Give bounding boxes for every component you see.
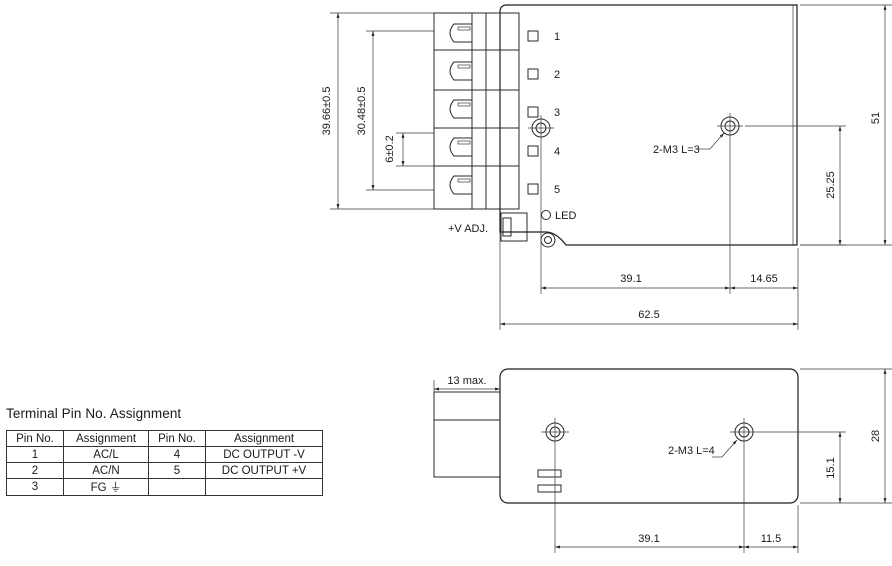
dim-outer-pin-group bbox=[330, 12, 434, 210]
pin-assignment-table: Pin No. Assignment Pin No. Assignment 1 … bbox=[6, 430, 323, 496]
table-cell: FG ⏚ bbox=[63, 478, 149, 496]
pin-label-1: 1 bbox=[554, 31, 560, 43]
table-cell: DC OUTPUT +V bbox=[205, 462, 323, 479]
dim-hole-height-top: 25.25 bbox=[825, 171, 837, 199]
pin-label-5: 5 bbox=[554, 184, 560, 196]
pin-square-2 bbox=[527, 68, 539, 80]
dim-inner-pin-group bbox=[366, 30, 434, 191]
table-cell bbox=[148, 478, 206, 496]
top-view: 1 2 3 4 5 LED +V ADJ. 2 bbox=[321, 4, 892, 330]
column-header: Pin No. bbox=[148, 430, 206, 447]
column-header: Pin No. bbox=[6, 430, 64, 447]
dim-height-side-group bbox=[800, 368, 892, 504]
vent-slot-2 bbox=[537, 484, 562, 493]
vadj-potentiometer bbox=[500, 212, 528, 242]
dim-hole-span-top-group bbox=[540, 139, 799, 330]
mount-hole-left-top bbox=[528, 115, 554, 141]
pin-square-4 bbox=[527, 145, 539, 157]
table-cell: AC/L bbox=[63, 446, 149, 463]
table-cell bbox=[205, 478, 323, 496]
table-cell: 4 bbox=[148, 446, 206, 463]
table-cell: 1 bbox=[6, 446, 64, 463]
table-row: 3 FG ⏚ bbox=[6, 478, 323, 496]
vent-slot-1 bbox=[537, 469, 562, 478]
mount-hole-corner-top bbox=[540, 232, 556, 248]
dim-hole-edge-side: 11.5 bbox=[761, 533, 782, 545]
side-terminal bbox=[433, 391, 500, 478]
dim-height-side: 28 bbox=[870, 430, 882, 442]
table-cell: 2 bbox=[6, 462, 64, 479]
dim-height-top: 51 bbox=[870, 112, 882, 124]
led-indicator bbox=[541, 210, 551, 220]
pin-label-3: 3 bbox=[554, 107, 560, 119]
dim-hole-height-side: 15.1 bbox=[825, 457, 837, 478]
table-row: 2 AC/N 5 DC OUTPUT +V bbox=[6, 462, 323, 479]
led-label: LED bbox=[555, 210, 576, 222]
dim-outer-pin: 39.66±0.5 bbox=[321, 87, 333, 136]
pin-square-1 bbox=[527, 30, 539, 42]
dim-inner-pin: 30.48±0.5 bbox=[356, 87, 368, 136]
dim-pitch: 6±0.2 bbox=[384, 135, 396, 162]
table-cell: 5 bbox=[148, 462, 206, 479]
dim-hole-height-side-group bbox=[758, 431, 846, 503]
column-header: Assignment bbox=[63, 430, 149, 447]
side-mount-note: 2-M3 L=4 bbox=[668, 445, 715, 457]
mount-hole-right-top bbox=[717, 113, 743, 139]
pin-label-4: 4 bbox=[554, 146, 560, 158]
dim-terminal-max: 13 max. bbox=[447, 375, 486, 387]
dim-hole-span-side: 39.1 bbox=[638, 533, 659, 545]
pin-table-title: Terminal Pin No. Assignment bbox=[6, 406, 182, 421]
top-enclosure bbox=[499, 4, 798, 246]
dim-length: 62.5 bbox=[638, 309, 659, 321]
terminal-block bbox=[433, 12, 520, 210]
table-cell: 3 bbox=[6, 478, 64, 496]
dim-hole-height-group bbox=[745, 125, 846, 246]
dim-hole-span-top: 39.1 bbox=[620, 273, 641, 285]
pin-square-3 bbox=[527, 106, 539, 118]
mount-hole-right-side bbox=[730, 418, 758, 446]
dim-hole-span-side-group bbox=[554, 446, 799, 553]
vadj-label: +V ADJ. bbox=[448, 223, 488, 235]
dim-pitch-group bbox=[396, 132, 434, 167]
dim-terminal-max-group bbox=[433, 380, 500, 392]
pin-square-5 bbox=[527, 183, 539, 195]
dim-hole-edge-top: 14.65 bbox=[750, 273, 778, 285]
table-header-row: Pin No. Assignment Pin No. Assignment bbox=[6, 430, 323, 447]
mount-hole-left-side bbox=[541, 418, 569, 446]
column-header: Assignment bbox=[205, 430, 323, 447]
pin-label-2: 2 bbox=[554, 69, 560, 81]
side-view: 2-M3 L=4 13 max. 28 15.1 39.1 11.5 bbox=[433, 368, 892, 553]
side-enclosure bbox=[499, 368, 799, 504]
table-cell: AC/N bbox=[63, 462, 149, 479]
dim-length-group bbox=[499, 232, 798, 330]
top-mount-note: 2-M3 L=3 bbox=[653, 144, 700, 156]
table-cell: DC OUTPUT -V bbox=[205, 446, 323, 463]
table-row: 1 AC/L 4 DC OUTPUT -V bbox=[6, 446, 323, 463]
